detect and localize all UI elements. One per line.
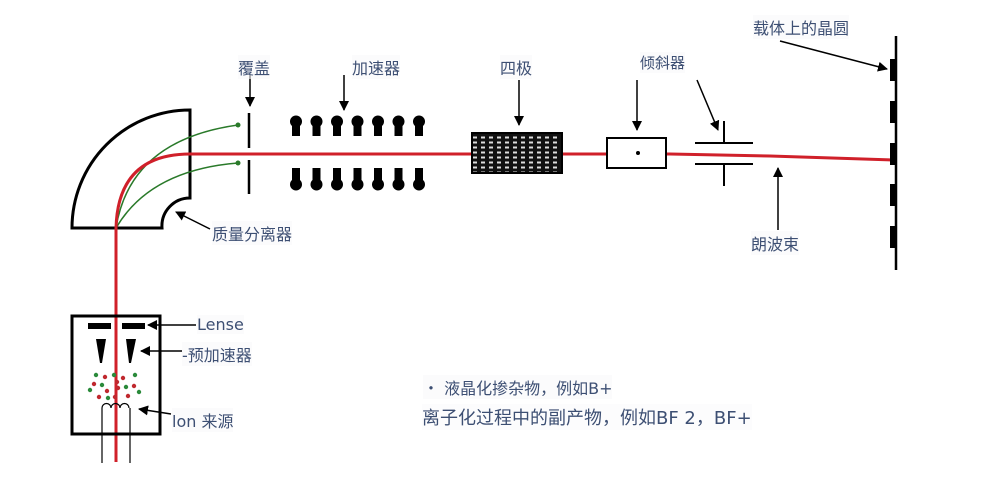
- accelerator-electrode-top: [371, 115, 384, 136]
- dopant-particles: [87, 372, 142, 401]
- dopant-particle: [99, 382, 105, 388]
- dopant-particle: [131, 383, 137, 389]
- dopant-particle: [102, 374, 108, 380]
- ion-beam: [114, 152, 894, 462]
- cover-label: 覆盖: [238, 55, 271, 79]
- dopant-particle: [132, 372, 138, 378]
- wafer-on-carrier-label: 载体上的晶圆: [753, 15, 850, 39]
- dopant-particle: [104, 388, 110, 394]
- dopant-particle: [93, 372, 99, 378]
- pre-accelerator-label: -预加速器: [182, 342, 252, 366]
- side-beam-lower: [115, 162, 239, 229]
- accelerator-electrode-bottom: [371, 168, 384, 191]
- accelerator-electrode-bottom: [392, 168, 405, 191]
- accelerator-electrode-bottom: [351, 168, 364, 191]
- accelerator-electrodes: [290, 115, 425, 191]
- dopant-particle: [105, 395, 111, 401]
- wafers: [890, 59, 896, 248]
- accelerator-electrode-top: [413, 115, 425, 136]
- ion-source-label: lon 来源: [172, 408, 234, 432]
- accelerator-electrode-top: [310, 115, 323, 136]
- accelerator-electrode-top: [331, 115, 343, 136]
- accelerator-electrode-bottom: [413, 168, 425, 191]
- tilter-box: [606, 137, 667, 169]
- ion-source-box: [70, 314, 162, 436]
- mass-separator-label: 质量分离器: [212, 221, 293, 245]
- accelerator-label: 加速器: [352, 55, 401, 79]
- dopant-particle: [91, 381, 97, 387]
- dopant-particle: [136, 389, 142, 395]
- accelerator-electrode-bottom: [310, 168, 323, 191]
- note-byproduct: 离子化过程中的副产物，例如BF 2，BF+: [422, 404, 752, 430]
- dopant-particle: [123, 384, 129, 390]
- accelerator-electrode-top: [351, 115, 364, 136]
- accelerator-electrode-bottom: [290, 168, 303, 191]
- accelerator-electrode-top: [392, 115, 405, 136]
- quadrupole-block: [471, 132, 563, 174]
- accelerator-electrode-bottom: [331, 168, 343, 191]
- dopant-particle: [96, 394, 102, 400]
- quadrupole-label: 四极: [500, 55, 533, 79]
- side-beam-upper: [115, 124, 239, 229]
- lens-label: Lense: [197, 315, 244, 334]
- dopant-particle: [125, 393, 131, 399]
- dopant-particle: [114, 379, 120, 385]
- dopant-particle: [111, 372, 117, 378]
- dopant-particle: [120, 375, 126, 381]
- mass-separator-magnet: [70, 108, 192, 230]
- dopant-particle: [112, 394, 118, 400]
- note-dopant: ・ 液晶化掺杂物，例如B+: [423, 375, 613, 399]
- dopant-particle: [115, 385, 121, 391]
- beam-label: 朗波束: [751, 231, 800, 255]
- tilter-label: 倾斜器: [640, 52, 686, 73]
- filament-coil: [101, 402, 130, 409]
- accelerator-electrode-top: [290, 115, 303, 136]
- dopant-particle: [87, 387, 93, 393]
